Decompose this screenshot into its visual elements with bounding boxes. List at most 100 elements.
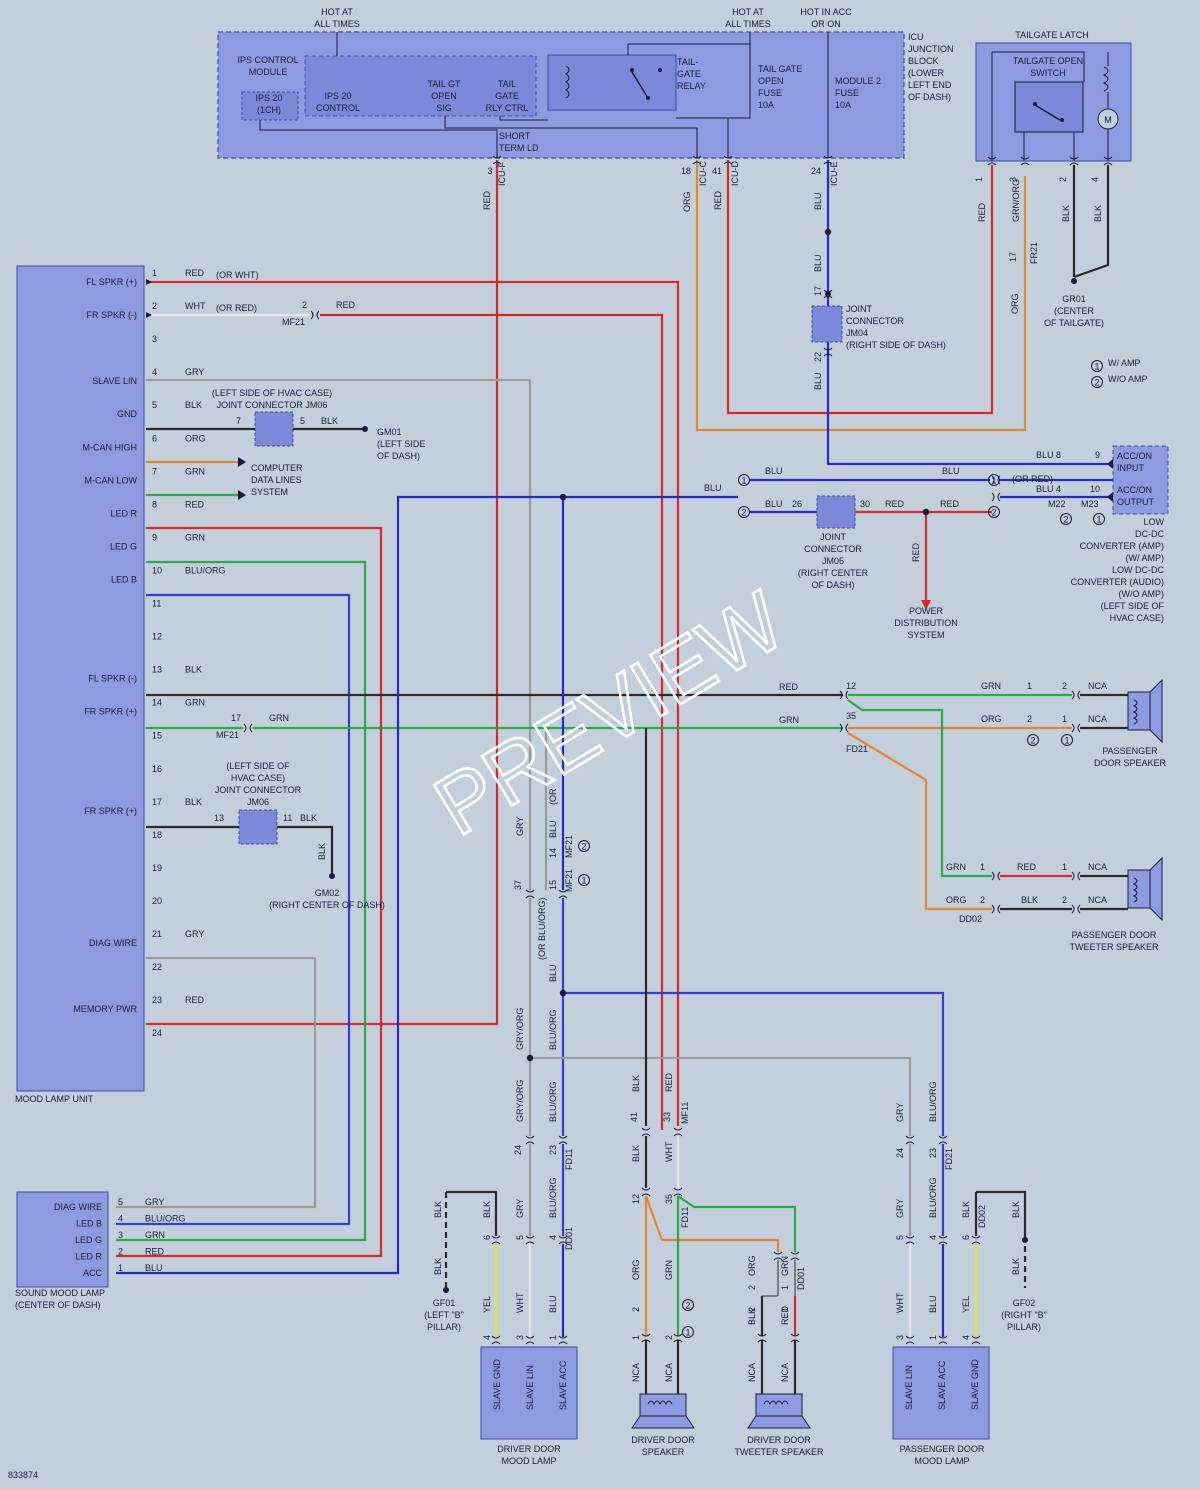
label-mood_unit-pins-9-label: LED B [111, 574, 137, 584]
connector-mark [938, 1135, 948, 1145]
connector-mark [1071, 690, 1081, 700]
label-dcdc-m23: M23 [1081, 499, 1099, 509]
label-drv_tw-blk: BLK [747, 1308, 757, 1325]
label-dd02-conn: DD02 [959, 914, 982, 924]
label-pass_lamp-ground_blk: BLK [1011, 1258, 1021, 1275]
label-fd11_drv-q3: 3 [515, 1335, 525, 1340]
label-fd11_drv-p6: 6 [482, 1235, 492, 1240]
circled-variant-marker [682, 1326, 694, 1338]
label-dcdc-blu4: BLU 4 [1036, 484, 1061, 494]
tailgate-open-switch [1014, 81, 1084, 133]
label-dd02-q2: 2 [1062, 895, 1067, 905]
label-pass_lamp-conn: FD21 [944, 1148, 954, 1170]
dcdc-converter [1112, 445, 1169, 515]
label-tailgate-fr21: FR21 [1029, 242, 1039, 264]
label-pass_spk-org: ORG [981, 714, 1002, 724]
label-mood_unit-pins-0-num: 1 [152, 268, 157, 278]
label-drv_spk-grn: GRN [664, 1260, 674, 1280]
label-pass_lamp-wht: WHT [895, 1292, 905, 1313]
label-fd11_drv-p23: 23 [548, 1145, 558, 1155]
label-drv_tw-p1: 1 [780, 1285, 790, 1290]
label-icu-pin_d_num: 24 [811, 166, 821, 176]
label-mood_unit-pins-21-num: 22 [152, 962, 162, 972]
label-mf21_mid-mf21b: MF21 [564, 869, 574, 892]
connector-mark [692, 155, 702, 165]
label-drv_spk-blk: BLK [631, 1145, 641, 1162]
label-jm05-blu_b: BLU [765, 499, 783, 509]
connector-mark [525, 1135, 535, 1145]
label-drv_spk-nca1: NCA [631, 1363, 641, 1382]
label-dd02-nca1: NCA [1088, 862, 1107, 872]
circled-variant-marker [1027, 734, 1039, 746]
label-dcdc-m22: M22 [1048, 499, 1066, 509]
label-drv_tw-org: ORG [747, 1255, 757, 1276]
label-mood_unit-pins-19-num: 20 [152, 896, 162, 906]
label-drv_spk-p12: 12 [631, 1194, 641, 1204]
label-pass_lamp-pins-2: SLAVE GND [970, 1359, 980, 1410]
label-mood_unit-pins-3-label: SLAVE LIN [92, 376, 137, 386]
label-fd11_drv-blk: BLK [482, 1201, 492, 1218]
joint-connector-jm06-b [238, 809, 278, 845]
tailgate-coil [1102, 66, 1109, 92]
passenger-door-speaker-icon [1127, 678, 1163, 744]
label-tailgate-fr21_num: 17 [1008, 252, 1018, 262]
label-dd02-blk: BLK [1021, 895, 1038, 905]
label-drv_tw-nca2: NCA [780, 1363, 790, 1382]
label-pass_lamp-yel: YEL [961, 1296, 971, 1313]
label-pass_lamp-p24: 24 [895, 1148, 905, 1158]
connector-mark [839, 723, 849, 733]
label-drv_spk-q1: 1 [631, 1335, 641, 1340]
label-dcdc-c1: 1 [1096, 515, 1101, 525]
label-sound_lamp-pins-0-wire: GRY [145, 1197, 164, 1207]
connector-mark [971, 1235, 981, 1245]
label-pass_spk-q2: 2 [1062, 681, 1067, 691]
label-jm06_b-pin_r: 11 [283, 813, 292, 823]
label-sound_lamp-pins-3-wire: RED [145, 1247, 165, 1257]
label-fd11_drv-q1: 1 [548, 1335, 558, 1340]
label-sound_lamp-pins-1-wire: BLU/ORG [145, 1214, 186, 1224]
label-legend-c1: 1 [1094, 362, 1099, 372]
label-jm05-blu_c: BLU [942, 466, 960, 476]
label-mood_unit-pins-22-num: 23 [152, 995, 162, 1005]
label-sound_lamp-pins-2-num: 3 [118, 1230, 123, 1240]
label-sound_lamp-pins-3-num: 2 [118, 1247, 123, 1257]
label-fd11_drv-ground_blk: BLK [433, 1258, 443, 1275]
label-pass_lamp-p6: 6 [961, 1235, 971, 1240]
label-icu-pin_a_num: 3 [487, 166, 492, 176]
label-mood_unit-pins-7-label: LED R [110, 508, 137, 518]
circled-variant-marker [1093, 513, 1105, 525]
connector-mark [673, 1127, 683, 1137]
label-dd02-grn: GRN [946, 862, 966, 872]
label-tailgate-title: TAILGATE LATCH [1015, 30, 1089, 40]
label-mood_unit-pins-14-num: 15 [152, 731, 162, 741]
label-mf21_a-color: RED [336, 300, 356, 310]
label-drv_spk-conn: FD11 [680, 1207, 690, 1228]
label-mood_unit-pins-20-label: DIAG WIRE [89, 938, 137, 948]
label-mood_unit-pins-8-wire: GRN [185, 532, 205, 542]
driver-tweeter-icon [747, 1393, 811, 1429]
label-fd11_drv-conn: FD11 [564, 1149, 574, 1170]
label-mood_unit-pins-18-num: 19 [152, 863, 162, 873]
label-mood_unit-pins-8-num: 9 [152, 532, 157, 542]
watermark: PREVIEW [419, 573, 799, 853]
figure-id: 833874 [8, 1470, 38, 1480]
connector-mark [491, 1335, 501, 1345]
label-icu-pin_d_color: BLU [813, 192, 823, 210]
label-pass_lamp-q4: 4 [961, 1335, 971, 1340]
circled-variant-marker [682, 1299, 694, 1311]
label-mood_unit-pins-0-note: (OR WHT) [216, 270, 259, 280]
connector-mark [1069, 156, 1079, 166]
label-fd11_drv-gryorg: GRY/ORG [515, 1080, 525, 1122]
label-mood_unit-pins-9-wire: BLU/ORG [185, 565, 226, 575]
